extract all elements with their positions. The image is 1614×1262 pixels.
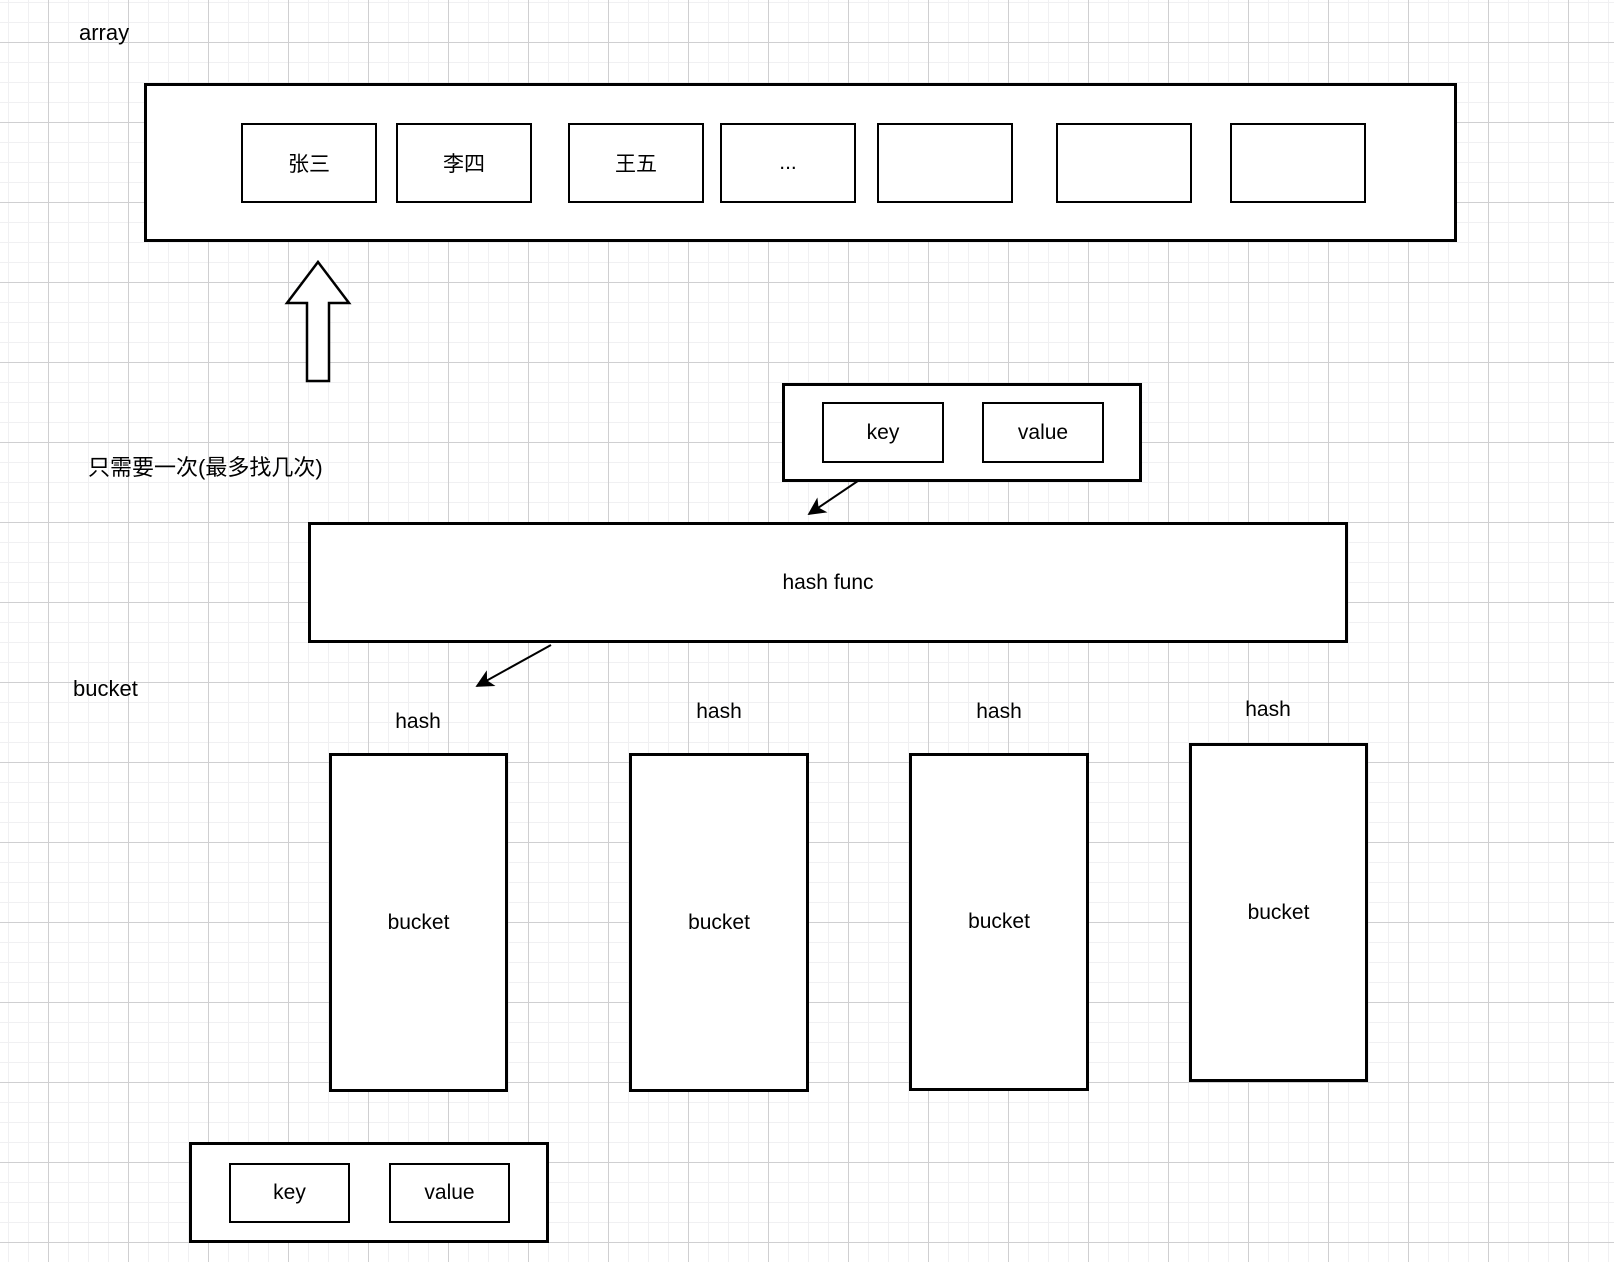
kv-bottom-value-box: value	[389, 1163, 510, 1223]
hash-func-box: hash func	[308, 522, 1348, 643]
hash-label: hash	[976, 700, 1022, 723]
array-cell: 李四	[396, 123, 532, 203]
bucket-box: bucket	[629, 753, 809, 1092]
array-cell	[1230, 123, 1366, 203]
kv-bottom-key-box: key	[229, 1163, 350, 1223]
array-cell: 王五	[568, 123, 704, 203]
arrow-hashfunc-to-bucket	[475, 644, 552, 687]
hash-label: hash	[395, 710, 441, 733]
bucket-box: bucket	[329, 753, 508, 1092]
note-label: 只需要一次(最多找几次)	[88, 455, 323, 480]
up-arrow	[284, 259, 352, 383]
bucket-box: bucket	[909, 753, 1089, 1091]
array-cell: 张三	[241, 123, 377, 203]
array-cell: ...	[720, 123, 856, 203]
bucket-section-label: bucket	[73, 676, 138, 701]
bucket-box: bucket	[1189, 743, 1368, 1082]
array-cell	[1056, 123, 1192, 203]
array-cell	[877, 123, 1013, 203]
hash-label: hash	[1245, 698, 1291, 721]
kv-top-key-box: key	[822, 402, 944, 463]
array-label: array	[79, 20, 130, 45]
hash-label: hash	[696, 700, 742, 723]
kv-top-value-box: value	[982, 402, 1104, 463]
